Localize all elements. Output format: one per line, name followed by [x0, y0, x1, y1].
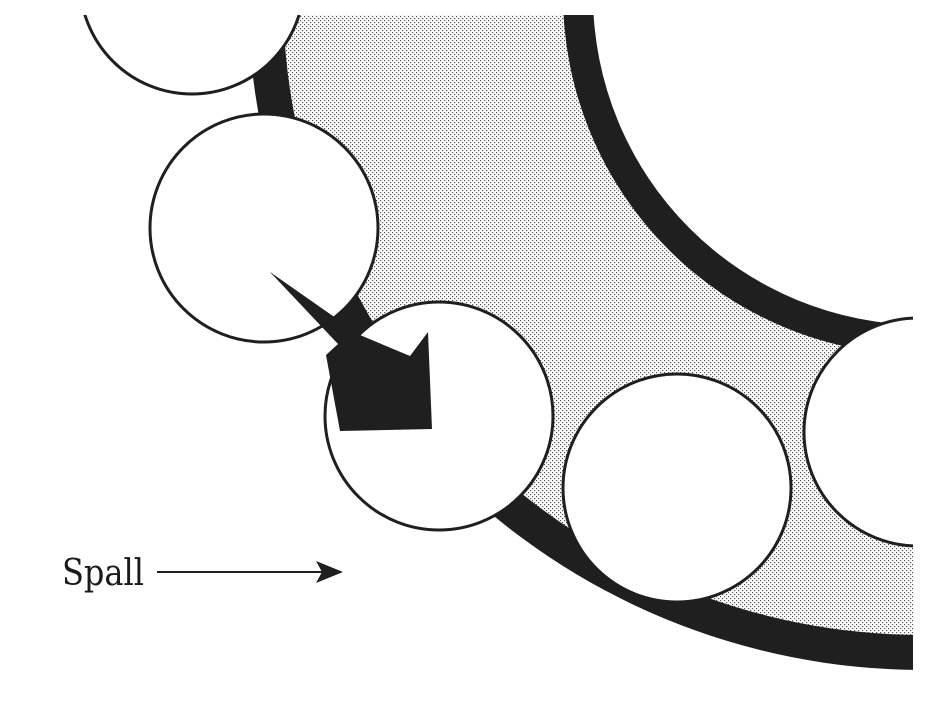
- ball-upper-left: [148, 112, 380, 344]
- spall-callout-arrowhead: [316, 561, 343, 583]
- ball-right: [802, 316, 913, 548]
- ball-top: [83, 15, 301, 96]
- load-direction-arrow: [270, 272, 432, 431]
- bearing-bore: [593, 15, 913, 325]
- load-direction-arrow-shaft: [270, 272, 390, 370]
- spall-label: Spall: [62, 553, 144, 594]
- ball-bottom: [561, 372, 793, 604]
- spall-marks: [340, 531, 400, 581]
